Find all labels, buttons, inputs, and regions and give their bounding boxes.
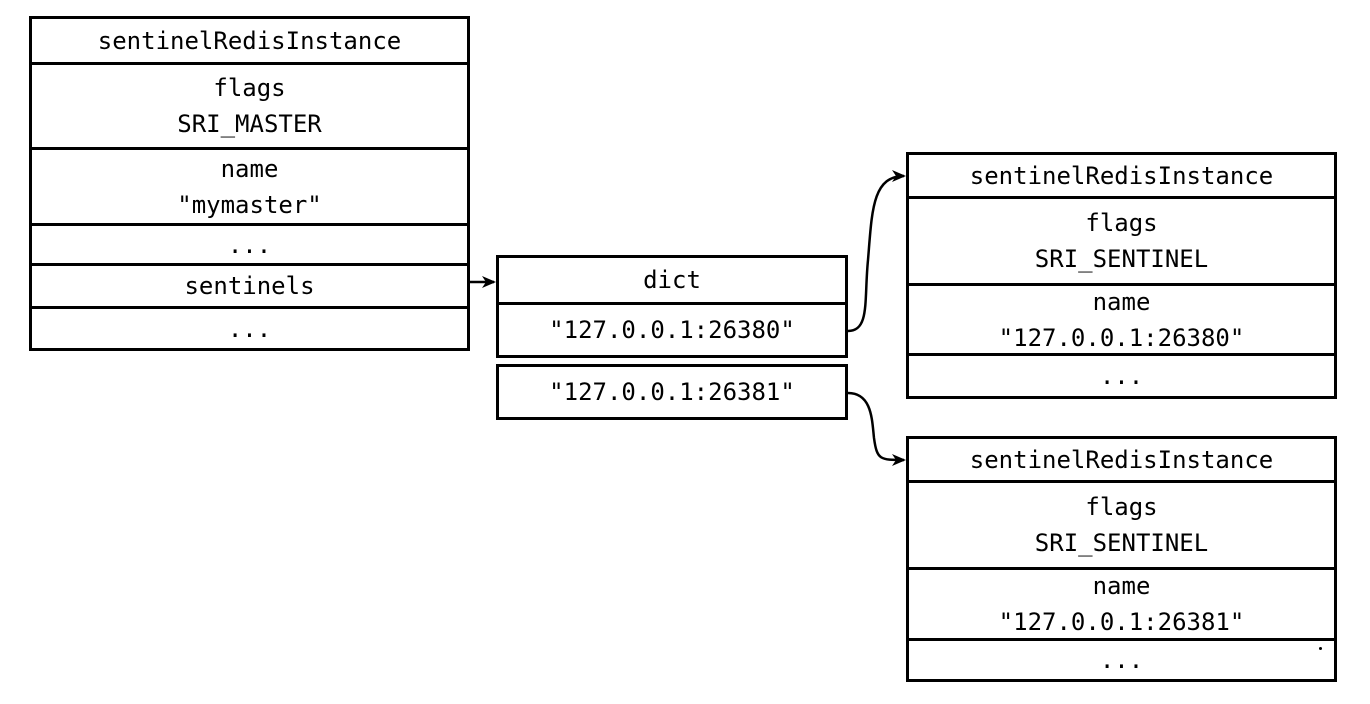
sentinel-1-ellipsis: ... [1099,362,1144,390]
dict-key-2: "127.0.0.1:26381" [549,378,795,406]
sentinel-1-flags-value: SRI_SENTINEL [1034,245,1209,273]
sentinel-1-name-row: name "127.0.0.1:26380" [909,286,1334,356]
master-ellipsis-row-1: ... [32,226,467,266]
sentinel-1-ellipsis-row: ... [909,356,1334,396]
sentinel-2-flags-label: flags [1085,493,1158,521]
sentinel-1-flags-label: flags [1085,209,1158,237]
master-ellipsis-2: ... [227,314,272,343]
sentinel-2-name-value: "127.0.0.1:26381" [998,608,1245,636]
sentinel-1-title-row: sentinelRedisInstance [909,155,1334,199]
master-flags-row: flags SRI_MASTER [32,65,467,150]
arrow-key2-to-sentinel-2 [847,391,906,466]
sentinel-instance-2-struct: sentinelRedisInstance flags SRI_SENTINEL… [906,436,1337,682]
dict-key-1: "127.0.0.1:26380" [549,316,795,344]
master-title-row: sentinelRedisInstance [32,19,467,65]
dict-title: dict [643,266,701,294]
arrow-key1-to-sentinel-1 [847,170,906,333]
dict-key-box-2: "127.0.0.1:26381" [496,364,848,420]
dict-key-row-1: "127.0.0.1:26380" [499,305,845,355]
master-flags-value: SRI_MASTER [177,110,322,138]
master-name-value: "mymaster" [177,190,322,219]
stray-dot [1319,647,1322,650]
sentinel-2-flags-row: flags SRI_SENTINEL [909,483,1334,570]
sentinel-2-ellipsis-row: ... [909,641,1334,679]
master-instance-struct: sentinelRedisInstance flags SRI_MASTER n… [29,16,470,351]
sentinel-2-title-row: sentinelRedisInstance [909,439,1334,483]
master-name-label: name [220,154,279,183]
sentinel-2-ellipsis: ... [1099,646,1144,674]
sentinel-1-flags-row: flags SRI_SENTINEL [909,199,1334,286]
sentinel-2-flags-value: SRI_SENTINEL [1034,529,1209,557]
master-title: sentinelRedisInstance [97,26,402,55]
sentinel-1-name-value: "127.0.0.1:26380" [998,323,1245,352]
master-flags-label: flags [213,74,286,102]
dict-struct: dict "127.0.0.1:26380" "127.0.0.1:26381" [496,255,848,420]
sentinel-2-title: sentinelRedisInstance [969,445,1274,474]
sentinel-1-title: sentinelRedisInstance [969,161,1274,190]
dict-title-row: dict [499,258,845,305]
master-ellipsis-row-2: ... [32,309,467,348]
master-ellipsis-1: ... [227,230,272,259]
sentinel-2-name-label: name [1092,572,1151,600]
sentinel-1-name-label: name [1092,287,1151,316]
sentinel-instance-1-struct: sentinelRedisInstance flags SRI_SENTINEL… [906,152,1337,399]
master-name-row: name "mymaster" [32,150,467,226]
dict-title-box: dict "127.0.0.1:26380" [496,255,848,358]
master-sentinels-label: sentinels [184,272,315,300]
sentinel-2-name-row: name "127.0.0.1:26381" [909,570,1334,641]
master-sentinels-row: sentinels [32,266,467,309]
